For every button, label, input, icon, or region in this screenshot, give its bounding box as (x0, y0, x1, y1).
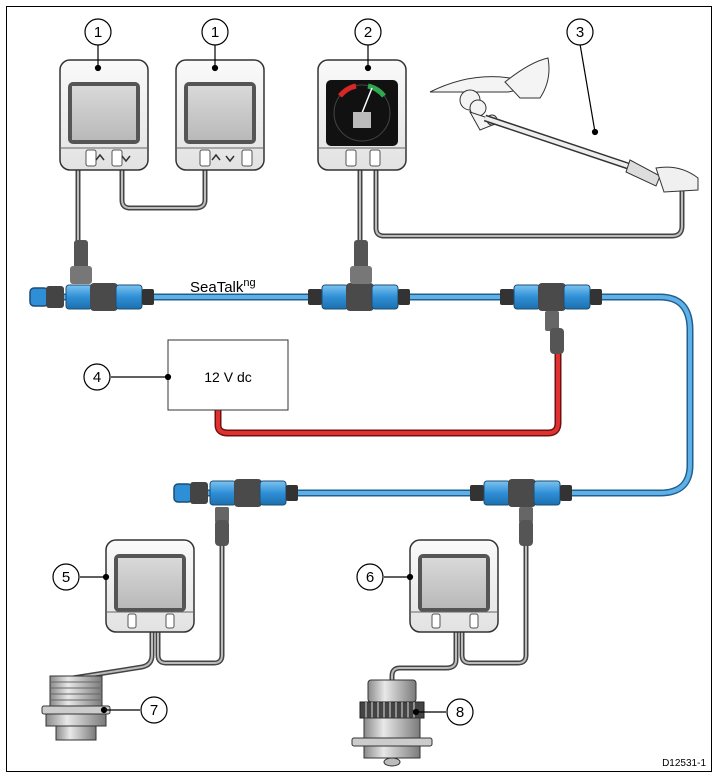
backbone-connectors (29, 240, 602, 546)
display-6 (409, 539, 499, 633)
callout-5 (52, 563, 80, 591)
wind-vane-transducer (429, 57, 699, 193)
power-label: 12 V dc (204, 369, 251, 385)
display-5 (105, 539, 195, 633)
callout-8-label: 8 (456, 704, 464, 721)
power-cable (214, 340, 562, 437)
callout-6-label: 6 (366, 569, 374, 586)
callout-3-label: 3 (576, 24, 584, 41)
callout-4-label: 4 (93, 369, 101, 386)
display-2-wind (317, 59, 407, 171)
callout-8 (446, 698, 474, 726)
network-label: SeaTalkng (190, 277, 256, 296)
depth-transducer (41, 675, 111, 741)
callout-1a-label: 1 (94, 24, 102, 41)
callout-6 (356, 563, 384, 591)
callout-1b-label: 1 (211, 24, 219, 41)
callout-5-label: 5 (62, 569, 70, 586)
callout-3 (566, 18, 594, 46)
speed-transducer (351, 679, 433, 767)
display-1b (175, 59, 265, 171)
network-label-sup: ng (243, 277, 255, 289)
callout-1b (201, 18, 229, 46)
callout-2 (354, 18, 382, 46)
callout-4 (83, 363, 111, 391)
network-label-main: SeaTalk (190, 279, 244, 296)
callout-leaders (80, 43, 599, 716)
callout-2-label: 2 (364, 24, 372, 41)
callout-1a (84, 18, 112, 46)
callout-7-label: 7 (150, 702, 158, 719)
backbone-cable (50, 293, 694, 497)
callouts (52, 18, 594, 726)
callout-7 (140, 696, 168, 724)
display-1a (59, 59, 149, 171)
power-supply-box (167, 339, 289, 411)
figure-id: D12531-1 (662, 758, 706, 769)
